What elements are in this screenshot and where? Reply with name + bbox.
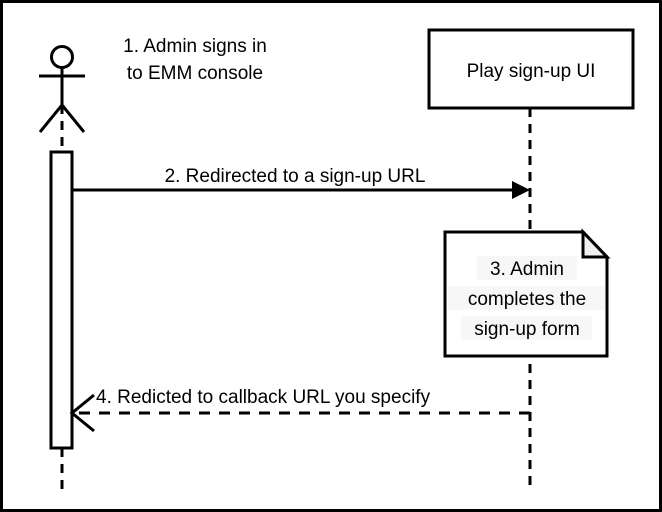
- actor-right-leg-line: [60, 104, 86, 133]
- message-2-label: 2. Redirected to a sign-up URL: [165, 166, 426, 187]
- note-3-fold-icon: [581, 228, 611, 259]
- note-3-label-line2: completes the: [468, 289, 586, 310]
- note-3-text-highlight-3: [461, 316, 592, 340]
- message-4-label: 4. Redicted to callback URL you specify: [96, 387, 431, 408]
- message-1-label-line2: to EMM console: [127, 63, 263, 84]
- note-3-label-line3: sign-up form: [474, 319, 580, 340]
- message-1-label: 1. Admin signs in: [123, 36, 267, 57]
- message-2-arrowhead-icon: [512, 181, 530, 199]
- note-3-text-highlight-2: [448, 286, 605, 310]
- participant-label-play-signup-ui: Play sign-up UI: [467, 61, 596, 82]
- actor-stick-figure: [38, 45, 86, 133]
- actor-left-leg-line: [38, 104, 64, 133]
- actor-activation-bar: [49, 150, 74, 450]
- actor-head-icon: [50, 45, 74, 69]
- note-3-label-line1: 3. Admin: [490, 259, 564, 280]
- message-4-arrowhead-icon: [69, 393, 95, 433]
- note-3-text-highlight-1: [477, 256, 577, 280]
